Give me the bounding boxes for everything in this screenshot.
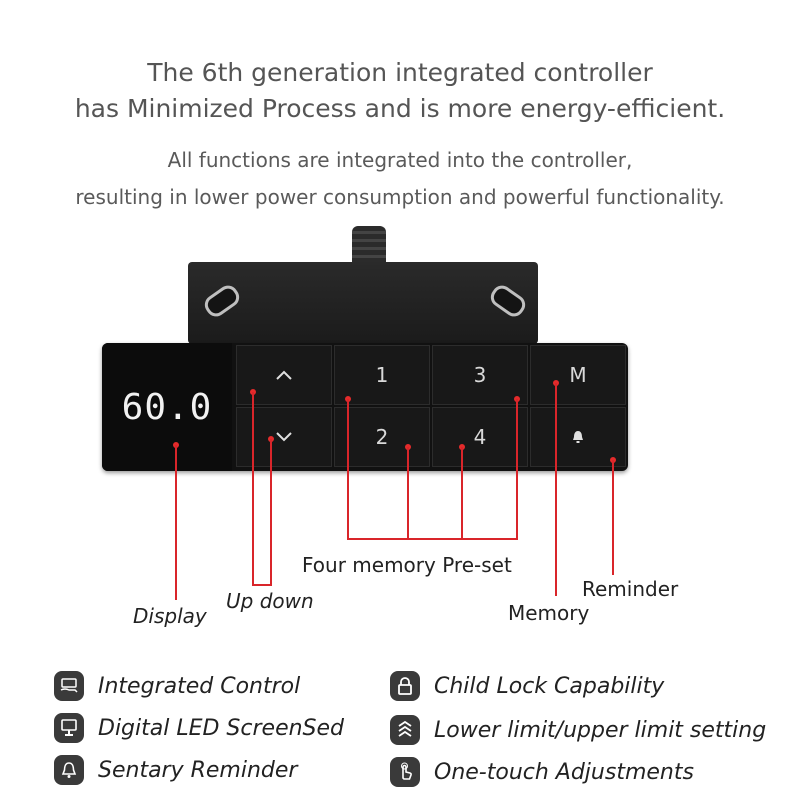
chevron-down-icon	[276, 432, 292, 442]
preset-2-line	[407, 447, 409, 539]
feature-label: One-touch Adjustments	[434, 759, 694, 785]
feature-label: Lower limit/upper limit setting	[434, 717, 767, 743]
feature-label: Sentary Reminder	[98, 757, 298, 783]
display-line	[175, 445, 177, 600]
memory-label: Memory	[508, 601, 590, 625]
feature-led-screen: Digital LED ScreenSed	[54, 713, 344, 743]
led-screen-icon	[54, 713, 84, 743]
subheadline-line-1: All functions are integrated into the co…	[167, 148, 633, 172]
reminder-label: Reminder	[582, 577, 679, 601]
preset-join-line	[347, 538, 518, 540]
up-button[interactable]	[236, 345, 332, 405]
preset-2-button[interactable]: 2	[334, 407, 430, 467]
integrated-control-icon	[54, 671, 84, 701]
feature-sedentary-reminder: Sentary Reminder	[54, 755, 297, 785]
bell-icon	[573, 431, 583, 443]
subheadline-line-2: resulting in lower power consumption and…	[75, 185, 725, 209]
preset-1-line	[347, 399, 349, 539]
chevron-up-icon	[276, 370, 292, 380]
bell-icon	[54, 755, 84, 785]
mount-slot-left	[200, 281, 244, 321]
feature-one-touch: One-touch Adjustments	[390, 757, 694, 787]
down-button[interactable]	[236, 407, 332, 467]
updown-label: Up down	[226, 589, 314, 613]
preset-label: Four memory Pre-set	[302, 553, 512, 577]
mounting-bracket	[188, 262, 538, 344]
feature-label: Integrated Control	[98, 673, 301, 699]
down-line	[270, 439, 272, 585]
feature-label: Digital LED ScreenSed	[98, 715, 345, 741]
memory-button[interactable]: M	[530, 345, 626, 405]
led-display: 60.0	[102, 343, 232, 471]
updown-join-line	[252, 584, 272, 586]
display-value: 60.0	[121, 387, 213, 428]
mount-slot-right	[486, 281, 530, 321]
feature-label: Child Lock Capability	[434, 673, 665, 699]
preset-4-line	[461, 447, 463, 539]
feature-limit-setting: Lower limit/upper limit setting	[390, 715, 766, 745]
preset-4-button[interactable]: 4	[432, 407, 528, 467]
reminder-line	[612, 460, 614, 575]
touch-hand-icon	[390, 757, 420, 787]
preset-3-button[interactable]: 3	[432, 345, 528, 405]
preset-1-button[interactable]: 1	[334, 345, 430, 405]
up-line	[252, 392, 254, 585]
memory-line	[555, 383, 557, 596]
lock-icon	[390, 671, 420, 701]
preset-3-line	[516, 399, 518, 539]
limit-layers-icon	[390, 715, 420, 745]
headline-line-1: The 6th generation integrated controller	[147, 58, 653, 87]
display-label: Display	[133, 604, 207, 628]
headline-line-2: has Minimized Process and is more energy…	[74, 94, 726, 123]
feature-integrated-control: Integrated Control	[54, 671, 300, 701]
feature-child-lock: Child Lock Capability	[390, 671, 664, 701]
